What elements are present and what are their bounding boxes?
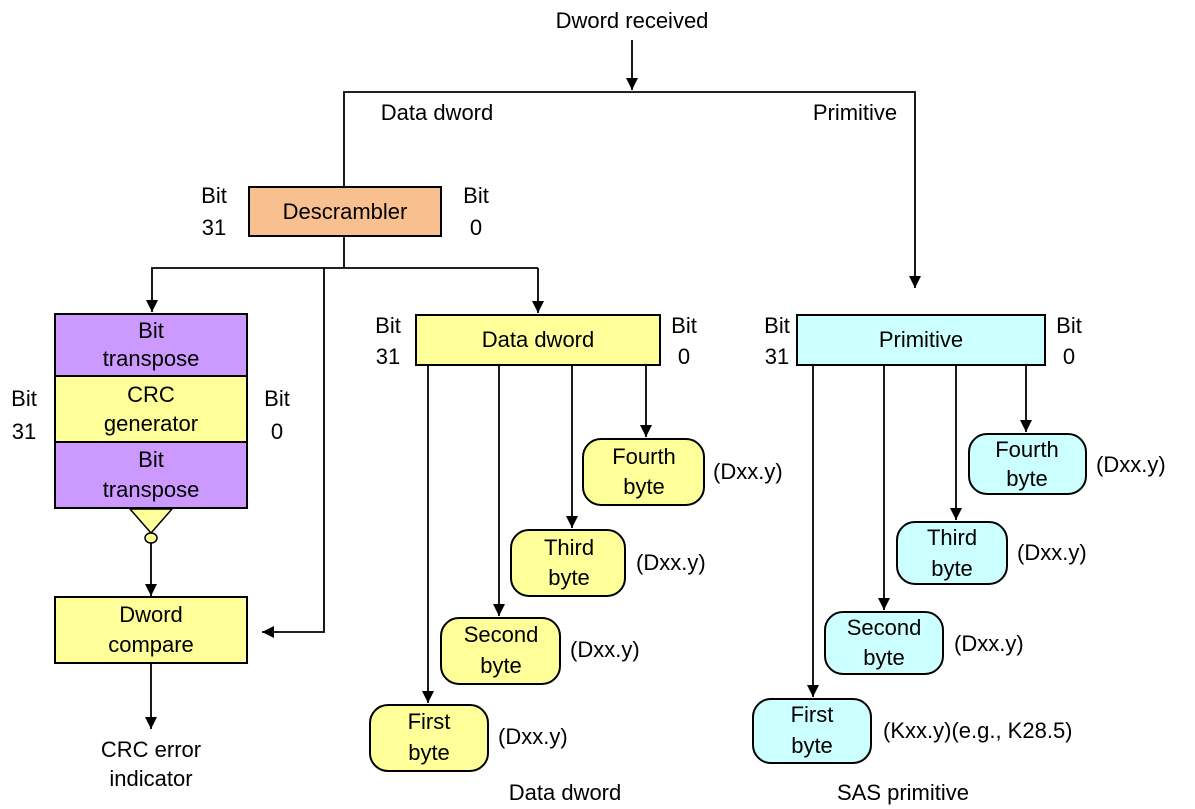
data-third-byte-line1: Third <box>544 535 594 560</box>
bit-transpose-top-line2: transpose <box>103 346 200 371</box>
data-second-byte-box <box>440 617 561 685</box>
crc-error-indicator-line2: indicator <box>109 766 192 791</box>
prim-first-byte-line1: First <box>791 702 834 727</box>
crc-generator-line1: CRC <box>127 382 175 407</box>
data-first-byte-line2: byte <box>408 740 450 765</box>
data-dword-branch-label: Data dword <box>381 100 494 125</box>
prim-third-byte-line1: Third <box>927 525 977 550</box>
prim-fourth-byte-line2: byte <box>1006 466 1048 491</box>
sas-primitive-caption: SAS primitive <box>837 780 969 805</box>
data-dword-bit-0-bottom: 0 <box>678 344 690 369</box>
data-first-byte-box <box>369 704 489 772</box>
bit-transpose-bottom-box <box>54 441 248 509</box>
primitive-bit-31-bottom: 31 <box>765 344 789 369</box>
dword-received-label: Dword received <box>556 8 709 33</box>
data-third-byte-line2: byte <box>548 565 590 590</box>
prim-third-byte-code: (Dxx.y) <box>1017 540 1087 565</box>
bit-transpose-top-line1: Bit <box>138 318 164 343</box>
data-fourth-byte-line2: byte <box>623 474 665 499</box>
data-dword-bit-31-bottom: 31 <box>376 344 400 369</box>
prim-third-byte-box <box>896 521 1008 585</box>
data-third-byte-box <box>510 529 626 597</box>
crc-bit-0-bottom: 0 <box>271 419 283 444</box>
data-first-byte-code: (Dxx.y) <box>498 724 568 749</box>
bit-transpose-bottom-line2: transpose <box>103 477 200 502</box>
data-fourth-byte-box <box>582 438 705 506</box>
bit-transpose-bottom-line1: Bit <box>138 447 164 472</box>
dword-compare-line1: Dword <box>119 602 183 627</box>
data-first-byte-line1: First <box>408 709 451 734</box>
crc-bit-0-top: Bit <box>264 386 290 411</box>
dword-compare-line2: compare <box>108 632 194 657</box>
prim-fourth-byte-code: (Dxx.y) <box>1096 452 1166 477</box>
crc-error-indicator-line1: CRC error <box>101 737 201 762</box>
primitive-label: Primitive <box>879 327 963 352</box>
data-dword-bit-0-top: Bit <box>671 313 697 338</box>
prim-fourth-byte-line1: Fourth <box>995 437 1059 462</box>
crc-generator-line2: generator <box>104 411 198 436</box>
prim-first-byte-line2: byte <box>791 733 833 758</box>
prim-first-byte-code: (Kxx.y)(e.g., K28.5) <box>883 718 1073 743</box>
data-fourth-byte-line1: Fourth <box>612 444 676 469</box>
prim-second-byte-line2: byte <box>863 645 905 670</box>
crc-generator-box <box>54 375 248 443</box>
descrambler-bit-31-top: Bit <box>201 183 227 208</box>
primitive-bit-0-bottom: 0 <box>1063 344 1075 369</box>
data-fourth-byte-code: (Dxx.y) <box>713 459 783 484</box>
inverter-bubble <box>144 532 158 544</box>
branch-line <box>343 91 921 288</box>
prim-third-byte-line2: byte <box>931 556 973 581</box>
inverter-triangle <box>128 508 174 535</box>
data-dword-caption: Data dword <box>509 780 622 805</box>
data-dword-bit-31-top: Bit <box>375 313 401 338</box>
data-third-byte-code: (Dxx.y) <box>636 550 706 575</box>
data-dword-label: Data dword <box>482 327 595 352</box>
primitive-branch-label: Primitive <box>813 100 897 125</box>
primitive-bit-0-top: Bit <box>1056 313 1082 338</box>
descrambler-bit-31-bottom: 31 <box>202 215 226 240</box>
dword-compare-box <box>54 596 248 664</box>
descrambler-bit-0-top: Bit <box>463 183 489 208</box>
primitive-bit-31-top: Bit <box>764 313 790 338</box>
prim-second-byte-code: (Dxx.y) <box>954 631 1024 656</box>
data-second-byte-line2: byte <box>480 653 522 678</box>
descrambler-label: Descrambler <box>283 199 408 224</box>
prim-second-byte-box <box>824 611 944 675</box>
primitive-box <box>796 314 1046 366</box>
data-dword-box <box>415 314 661 366</box>
to-bit-transpose-arrow <box>146 267 538 312</box>
descrambler-box <box>248 186 442 237</box>
descrambler-bit-0-bottom: 0 <box>470 215 482 240</box>
prim-second-byte-line1: Second <box>847 615 922 640</box>
prim-fourth-byte-box <box>968 433 1087 495</box>
crc-bit-31-top: Bit <box>11 386 37 411</box>
to-dword-compare-arrow <box>262 268 325 638</box>
data-second-byte-line1: Second <box>464 622 539 647</box>
prim-first-byte-box <box>752 698 872 764</box>
data-second-byte-code: (Dxx.y) <box>570 637 640 662</box>
crc-bit-31-bottom: 31 <box>12 419 36 444</box>
